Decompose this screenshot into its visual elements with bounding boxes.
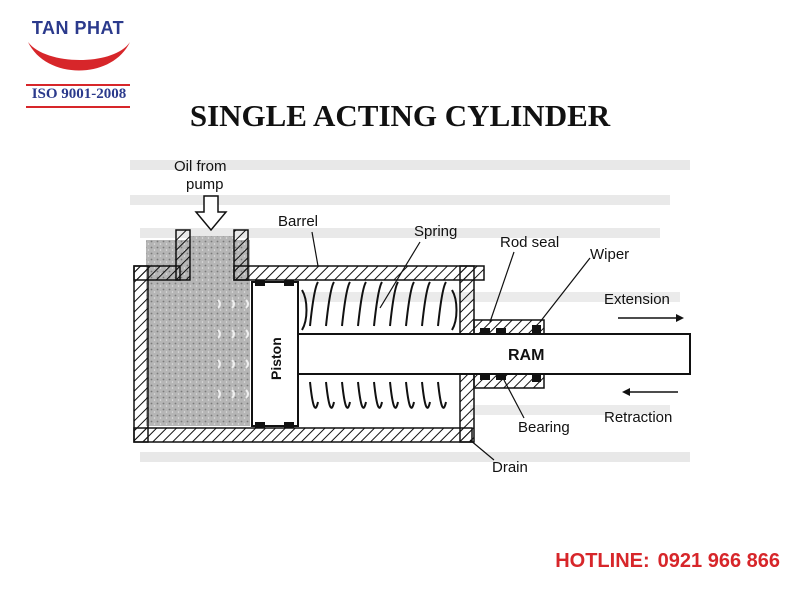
hotline: HOTLINE: 0921 966 866 (555, 550, 780, 573)
company-logo-text: TAN PHAT (31, 18, 125, 38)
page-title: SINGLE ACTING CYLINDER (189, 98, 611, 133)
logo-divider-top (26, 84, 130, 86)
label-rod-seal: Rod seal (500, 234, 559, 251)
spring (301, 281, 458, 409)
background-scan-texture (130, 160, 690, 462)
label-spring: Spring (414, 223, 457, 240)
label-ram: RAM (508, 347, 544, 364)
label-wiper: Wiper (590, 246, 629, 263)
logo-divider-bottom (26, 106, 130, 108)
iso-certification: ISO 9001-2008 (31, 86, 127, 102)
label-retraction: Retraction (604, 409, 672, 426)
piston-seals (255, 280, 294, 428)
label-piston: Piston (268, 337, 284, 380)
hotline-number[interactable]: 0921 966 866 (657, 550, 780, 572)
retraction-arrow-icon (622, 388, 678, 396)
label-extension: Extension (604, 291, 670, 308)
label-barrel: Barrel (278, 213, 318, 230)
oil-inlet-arrow-icon (194, 195, 228, 232)
piston (251, 281, 299, 427)
label-oil-from: Oil from (174, 158, 227, 175)
barrel-wall (133, 229, 545, 443)
label-drain: Drain (492, 459, 528, 476)
oil-inlet-fill (190, 236, 234, 276)
oil-flow-marks (217, 299, 249, 399)
label-bearing: Bearing (518, 419, 570, 436)
logo-swoosh-icon (28, 42, 130, 71)
hotline-label: HOTLINE: (555, 550, 650, 572)
ram-rod (297, 333, 691, 375)
label-pump: pump (186, 176, 224, 193)
extension-arrow-icon (618, 314, 684, 322)
leader-lines (311, 231, 591, 461)
rod-seal-blocks (480, 325, 541, 382)
